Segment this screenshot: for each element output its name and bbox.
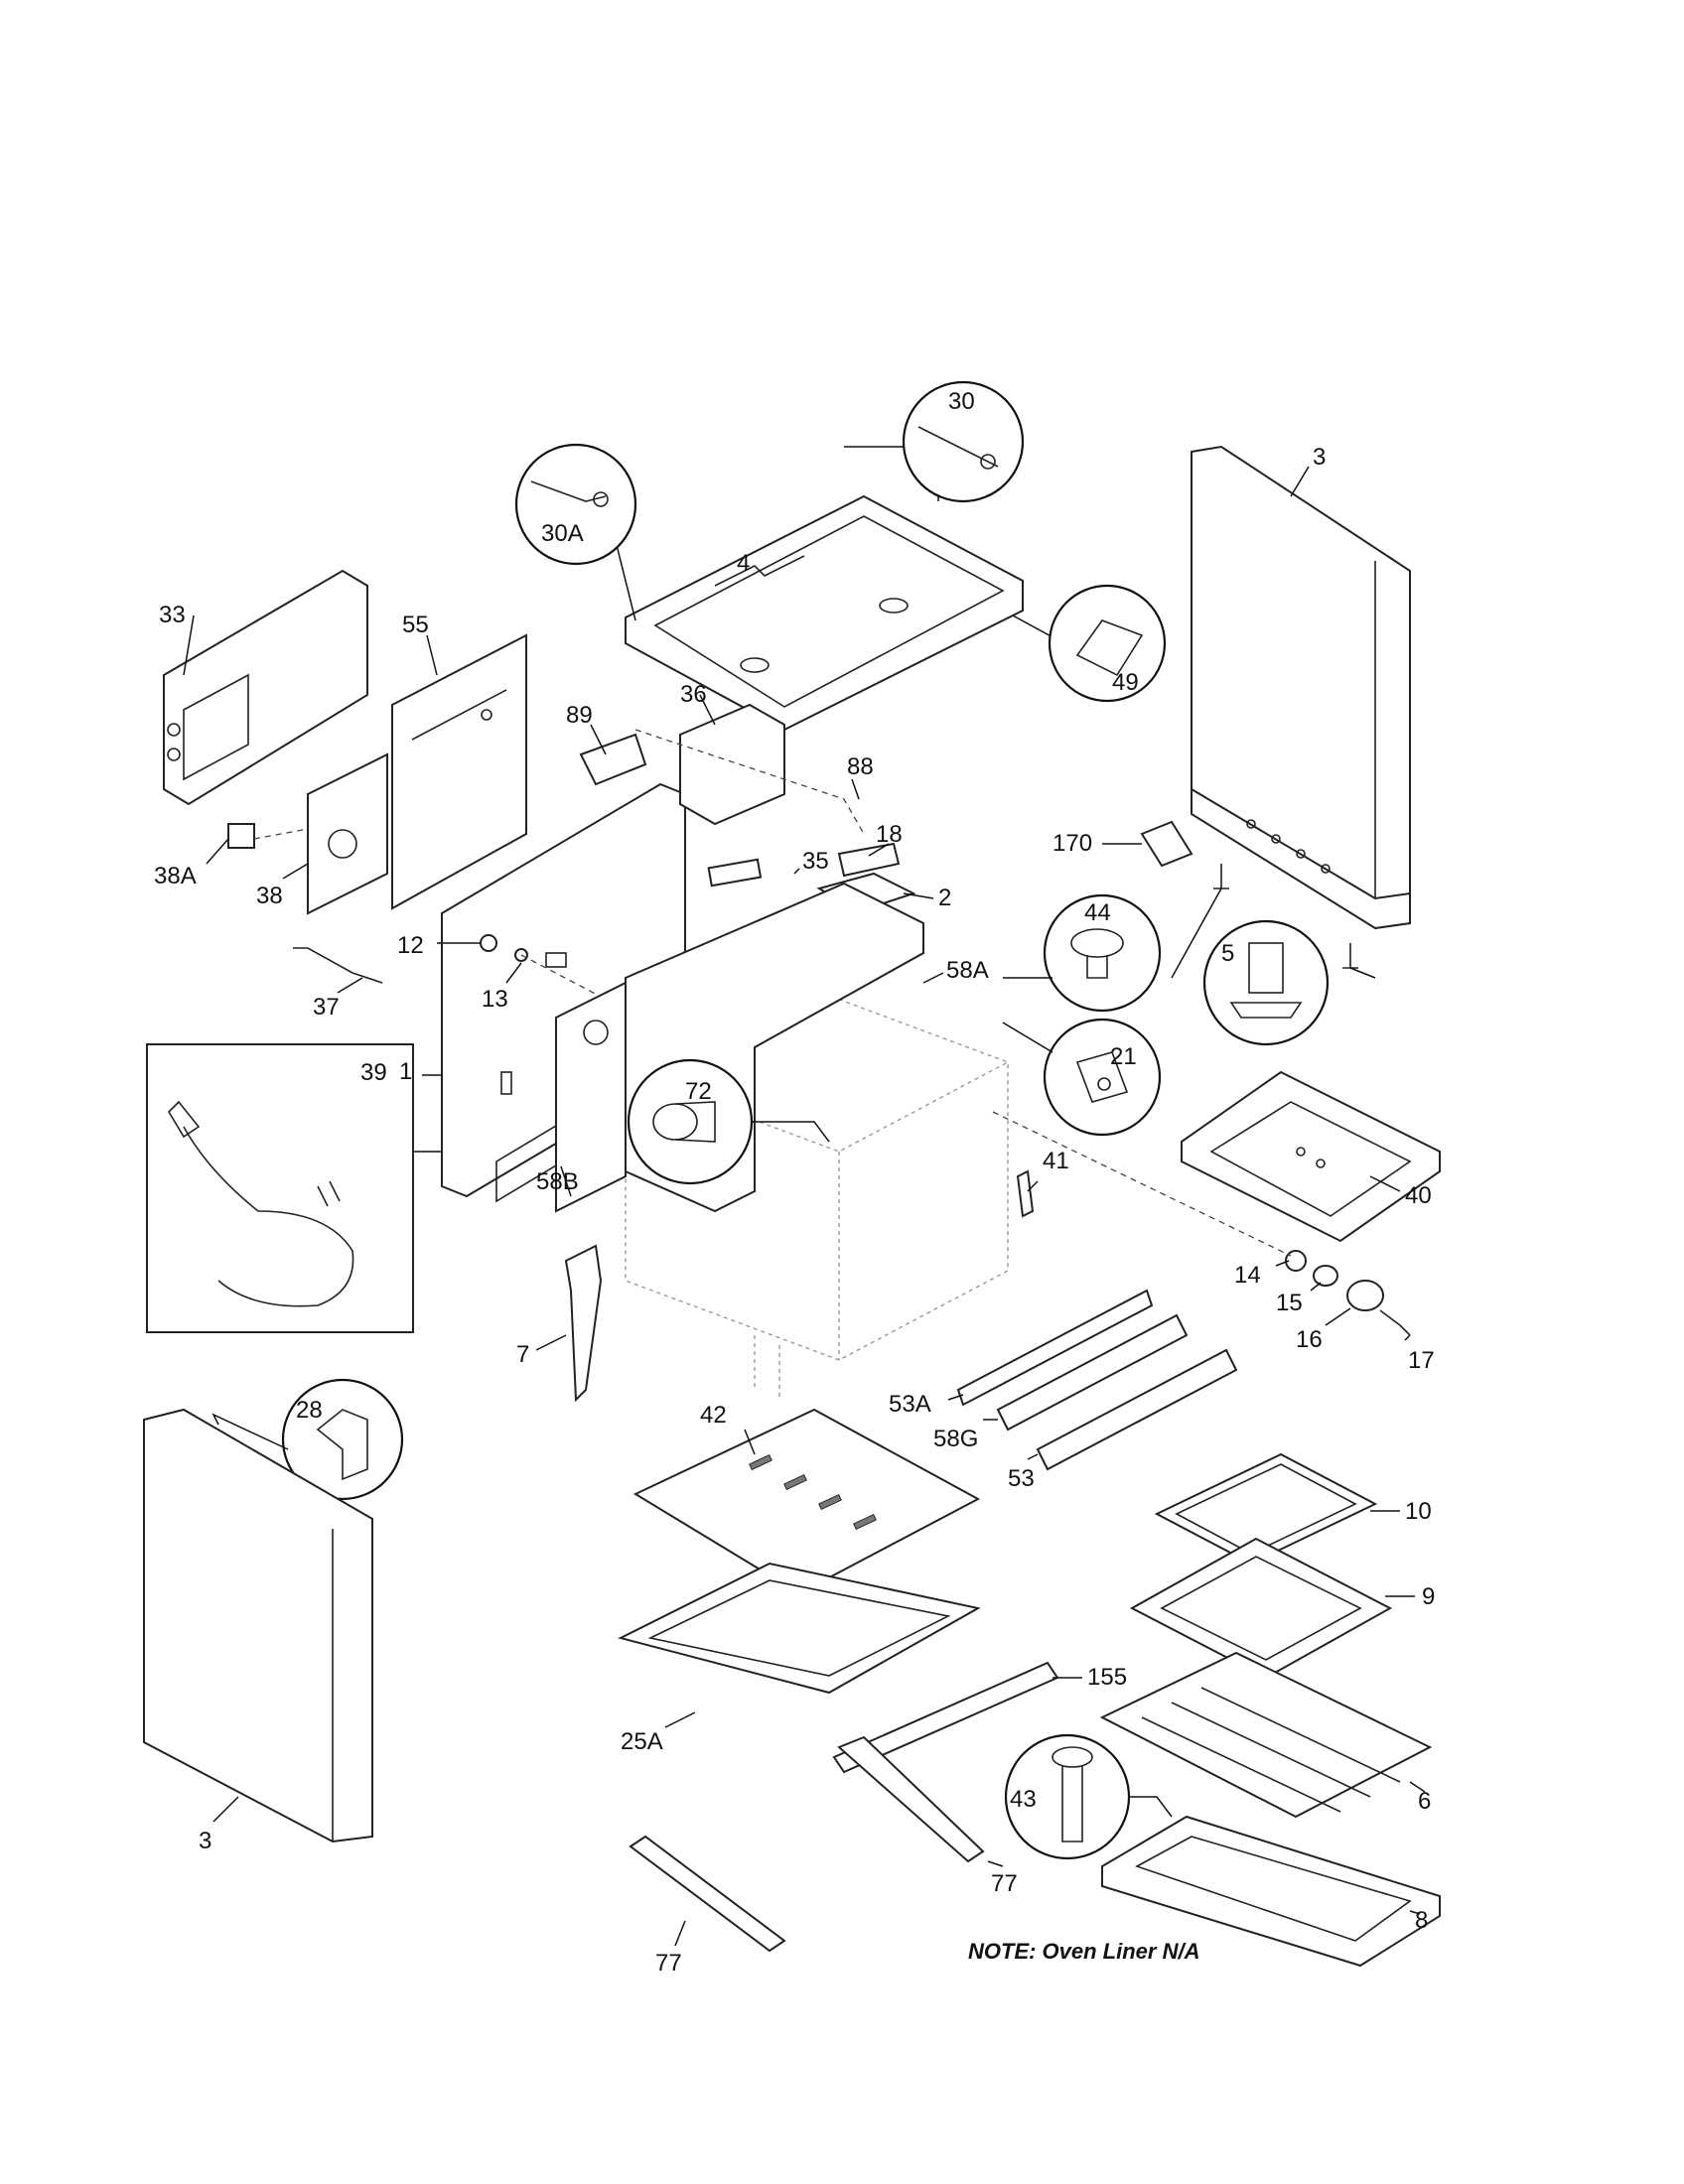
gasket-35 xyxy=(707,858,763,887)
label-38: 38 xyxy=(256,883,283,909)
callout-21 xyxy=(1043,1018,1162,1137)
bracket-170 xyxy=(1140,820,1193,868)
label-8: 8 xyxy=(1415,1907,1428,1934)
label-18: 18 xyxy=(876,821,903,848)
label-155: 155 xyxy=(1087,1664,1127,1691)
clip-17 xyxy=(1379,1309,1411,1336)
broiler-pan-9 xyxy=(1129,1537,1393,1680)
trim-53 xyxy=(1036,1348,1238,1471)
label-53A: 53A xyxy=(889,1391,931,1418)
sensor-37 xyxy=(293,947,383,984)
oven-rack-6 xyxy=(1099,1651,1433,1819)
valve-89 xyxy=(579,733,647,786)
panel-33 xyxy=(163,569,368,806)
label-5: 5 xyxy=(1221,940,1234,967)
label-14: 14 xyxy=(1234,1262,1261,1289)
label-17: 17 xyxy=(1408,1347,1435,1374)
callout-44 xyxy=(1043,893,1162,1013)
clip-41 xyxy=(1016,1169,1035,1218)
label-42: 42 xyxy=(700,1402,727,1429)
pan-8 xyxy=(1101,1815,1441,1968)
bracket-38A xyxy=(227,823,255,849)
label-15: 15 xyxy=(1276,1290,1303,1316)
label-1: 1 xyxy=(399,1058,412,1085)
label-58B: 58B xyxy=(536,1168,579,1195)
bottom-panel-42 xyxy=(632,1408,981,1595)
label-37: 37 xyxy=(313,994,340,1021)
label-43: 43 xyxy=(1010,1786,1037,1813)
broiler-tray-40 xyxy=(1181,1070,1441,1243)
label-30A: 30A xyxy=(541,520,584,547)
label-72: 72 xyxy=(685,1078,712,1105)
label-3-top: 3 xyxy=(1313,444,1326,471)
callout-5 xyxy=(1202,919,1330,1046)
callout-30 xyxy=(902,380,1025,503)
rail-77-right xyxy=(837,1735,985,1863)
callout-30A xyxy=(514,443,637,566)
label-10: 10 xyxy=(1405,1498,1432,1525)
label-77-bottom: 77 xyxy=(655,1950,682,1977)
label-49: 49 xyxy=(1112,669,1139,696)
insulation-58G xyxy=(996,1313,1189,1432)
label-33: 33 xyxy=(159,602,186,628)
label-41: 41 xyxy=(1043,1148,1069,1174)
broiler-grid-10 xyxy=(1154,1452,1378,1566)
label-6: 6 xyxy=(1418,1788,1431,1815)
label-3-bottom: 3 xyxy=(199,1828,211,1854)
label-89: 89 xyxy=(566,702,593,729)
callout-72 xyxy=(627,1058,754,1185)
label-58A: 58A xyxy=(946,957,989,984)
callout-28 xyxy=(281,1378,404,1501)
label-28: 28 xyxy=(296,1397,323,1424)
part-12 xyxy=(480,934,497,952)
label-53: 53 xyxy=(1008,1465,1035,1492)
label-77-right: 77 xyxy=(991,1870,1018,1897)
panel-55 xyxy=(391,633,527,910)
label-40: 40 xyxy=(1405,1182,1432,1209)
side-panel-3-left xyxy=(143,1408,373,1843)
label-38A: 38A xyxy=(154,863,197,889)
note-oven-liner: NOTE: Oven Liner N/A xyxy=(968,1939,1199,1964)
label-55: 55 xyxy=(402,612,429,638)
top-panel-4 xyxy=(625,494,1024,732)
label-58G: 58G xyxy=(933,1426,978,1452)
label-170: 170 xyxy=(1052,830,1092,857)
power-cord-box-39 xyxy=(146,1043,414,1333)
label-12: 12 xyxy=(397,932,424,959)
label-35: 35 xyxy=(802,848,829,875)
duct-36 xyxy=(679,703,785,826)
part-18 xyxy=(837,842,901,878)
rail-77-bottom xyxy=(629,1835,786,1953)
label-25A: 25A xyxy=(621,1728,663,1755)
label-21: 21 xyxy=(1110,1043,1137,1070)
label-44: 44 xyxy=(1084,899,1111,926)
side-panel-3-right xyxy=(1191,445,1411,930)
handle-7 xyxy=(564,1244,603,1403)
label-13: 13 xyxy=(482,986,508,1013)
insulation-58B xyxy=(555,981,627,1213)
label-36: 36 xyxy=(680,681,707,708)
label-7: 7 xyxy=(516,1341,529,1368)
panel-38 xyxy=(307,752,388,915)
label-16: 16 xyxy=(1296,1326,1323,1353)
label-88: 88 xyxy=(847,753,874,780)
trim-53A xyxy=(956,1289,1154,1407)
bulb-15 xyxy=(1313,1265,1338,1287)
lens-16 xyxy=(1346,1280,1384,1311)
label-2: 2 xyxy=(938,885,951,911)
callout-49 xyxy=(1048,584,1167,703)
label-9: 9 xyxy=(1422,1583,1435,1610)
label-39: 39 xyxy=(360,1059,387,1086)
label-4: 4 xyxy=(737,550,750,577)
label-30: 30 xyxy=(948,388,975,415)
frame-25A xyxy=(618,1562,981,1695)
